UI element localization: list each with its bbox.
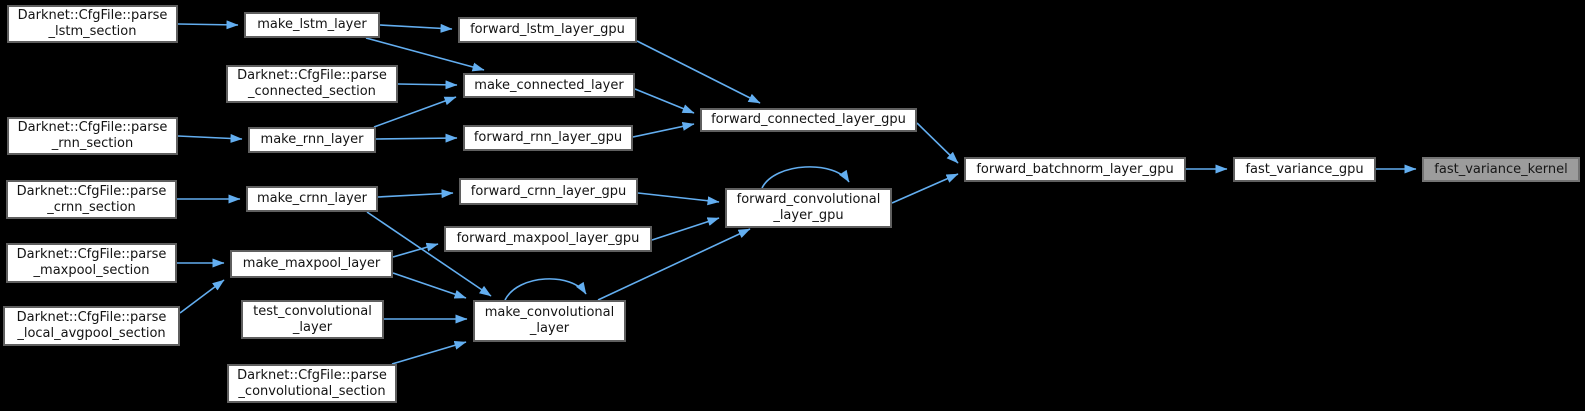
node-test-convolutional-layer[interactable]: test_convolutional _layer <box>241 300 384 339</box>
edge-make-convolutional-self-loop <box>504 278 587 301</box>
node-forward-lstm-layer-gpu[interactable]: forward_lstm_layer_gpu <box>458 17 637 43</box>
edge-parse-convolutional-to-make-convolutional <box>391 340 467 365</box>
edge-make-maxpool-to-forward-maxpool <box>392 242 439 258</box>
node-forward-connected-layer-gpu[interactable]: forward_connected_layer_gpu <box>700 108 917 132</box>
node-parse-connected-section[interactable]: Darknet::CfgFile::parse _connected_secti… <box>226 65 398 103</box>
node-make-convolutional-layer[interactable]: make_convolutional _layer <box>473 300 626 342</box>
edge-parse-lstm-to-make-lstm <box>177 20 239 30</box>
edge-make-lstm-to-make-connected <box>365 37 485 72</box>
node-parse-maxpool-section[interactable]: Darknet::CfgFile::parse _maxpool_section <box>6 243 177 283</box>
edge-make-crnn-to-make-convolutional <box>366 211 492 297</box>
edge-make-rnn-to-forward-rnn <box>375 133 458 143</box>
edge-parse-connected-to-make-connected <box>397 80 458 90</box>
node-make-maxpool-layer[interactable]: make_maxpool_layer <box>230 250 393 278</box>
edge-forward-lstm-to-forward-connected <box>636 40 761 104</box>
edge-forward-connected-to-batchnorm <box>916 122 959 164</box>
edge-forward-crnn-to-forward-convolutional <box>637 192 720 206</box>
node-parse-rnn-section[interactable]: Darknet::CfgFile::parse _rnn_section <box>7 117 178 155</box>
edge-parse-local-avgpool-to-make-maxpool <box>179 279 225 314</box>
node-make-crnn-layer[interactable]: make_crnn_layer <box>246 186 378 212</box>
edge-parse-rnn-to-make-rnn <box>177 133 243 143</box>
edge-make-convolutional-to-forward-convolutional <box>597 228 751 301</box>
node-parse-crnn-section[interactable]: Darknet::CfgFile::parse _crnn_section <box>6 180 177 219</box>
node-forward-convolutional-layer-gpu[interactable]: forward_convolutional _layer_gpu <box>725 188 892 228</box>
edge-make-lstm-to-forward-lstm <box>379 23 453 33</box>
node-parse-lstm-section[interactable]: Darknet::CfgFile::parse _lstm_section <box>7 5 178 43</box>
edge-forward-maxpool-to-forward-convolutional <box>651 217 720 241</box>
node-forward-rnn-layer-gpu[interactable]: forward_rnn_layer_gpu <box>463 125 633 151</box>
node-fast-variance-kernel: fast_variance_kernel <box>1422 157 1580 182</box>
edge-make-rnn-to-make-connected <box>373 96 457 128</box>
node-fast-variance-gpu[interactable]: fast_variance_gpu <box>1233 157 1376 182</box>
edge-forward-convolutional-to-batchnorm <box>891 173 959 204</box>
edge-make-crnn-to-forward-crnn <box>377 189 454 199</box>
node-make-lstm-layer[interactable]: make_lstm_layer <box>244 12 380 38</box>
node-make-rnn-layer[interactable]: make_rnn_layer <box>248 127 376 153</box>
edge-forward-rnn-to-forward-connected <box>632 121 695 138</box>
node-forward-maxpool-layer-gpu[interactable]: forward_maxpool_layer_gpu <box>444 226 652 252</box>
edge-make-maxpool-to-make-convolutional <box>392 272 467 299</box>
node-forward-batchnorm-layer-gpu[interactable]: forward_batchnorm_layer_gpu <box>964 157 1186 182</box>
node-parse-local-avgpool-section[interactable]: Darknet::CfgFile::parse _local_avgpool_s… <box>3 306 180 346</box>
edge-forward-convolutional-self-loop <box>761 166 850 189</box>
node-make-connected-layer[interactable]: make_connected_layer <box>463 73 635 98</box>
node-parse-convolutional-section[interactable]: Darknet::CfgFile::parse _convolutional_s… <box>227 364 397 403</box>
node-forward-crnn-layer-gpu[interactable]: forward_crnn_layer_gpu <box>459 178 638 205</box>
edge-make-connected-to-forward-connected <box>634 88 695 114</box>
